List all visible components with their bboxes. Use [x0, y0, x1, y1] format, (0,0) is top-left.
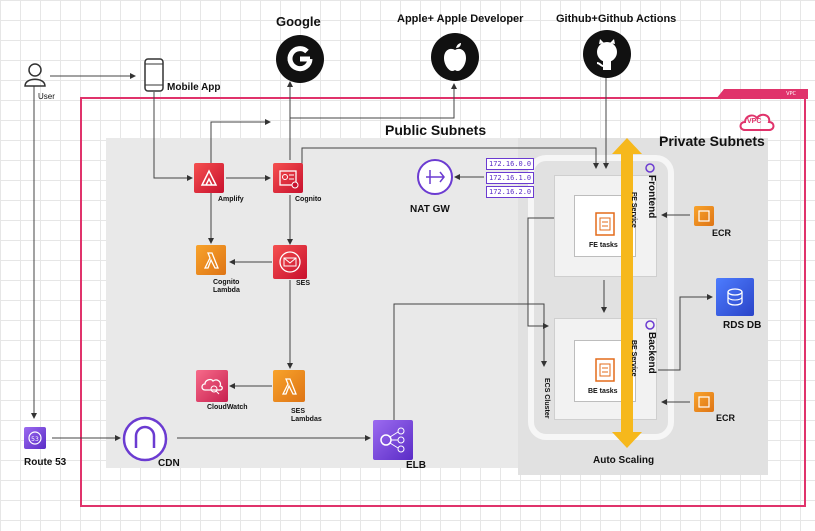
ses-lambdas-icon[interactable] — [273, 370, 305, 402]
cognito-to-fe-line — [301, 147, 599, 169]
google-g-icon[interactable] — [276, 35, 324, 83]
ses-envelope-icon[interactable] — [273, 245, 307, 279]
private-subnets-title: Private Subnets — [659, 133, 765, 149]
elb-label: ELB — [406, 460, 426, 471]
user-icon[interactable] — [24, 63, 46, 87]
svg-text:53: 53 — [31, 436, 39, 443]
subnet-tag-1[interactable]: 172.16.1.0 — [486, 172, 535, 184]
nat-gw-label: NAT GW — [410, 204, 450, 215]
route53-label: Route 53 — [24, 457, 67, 468]
apple-logo-icon[interactable] — [431, 33, 479, 81]
cognito-label: Cognito — [295, 196, 322, 203]
auto-scaling-arrow-up-icon — [612, 138, 642, 154]
vpc-tag: VPC — [716, 89, 808, 99]
cdn-label: CDN — [158, 458, 180, 469]
amplify-icon[interactable] — [194, 163, 224, 193]
frontend-ecs-icon — [645, 163, 655, 173]
vpc-badge: VPC — [747, 118, 762, 125]
be-service-label: BE Service — [630, 340, 637, 377]
mobile-phone-icon[interactable] — [144, 58, 164, 92]
route53-icon[interactable]: 53 — [24, 427, 46, 449]
ses-label: SES — [296, 280, 311, 287]
ecr-top-label: ECR — [712, 228, 732, 238]
amplify-to-google-line — [210, 119, 271, 165]
ecr-bottom-label: ECR — [716, 413, 736, 423]
backend-ecs-icon — [645, 320, 655, 330]
github-label: Github+Github Actions — [556, 13, 677, 25]
be-to-rds-line — [658, 294, 713, 371]
cognito-icon[interactable] — [273, 163, 303, 193]
fe-service-label: FE Service — [630, 192, 637, 228]
public-subnets-title: Public Subnets — [385, 122, 487, 138]
load-balancer-icon[interactable] — [373, 420, 413, 460]
be-tasks-label: BE tasks — [588, 388, 618, 395]
google-label: Google — [276, 14, 321, 29]
github-octocat-icon[interactable] — [583, 30, 631, 78]
fe-tasks-label: FE tasks — [589, 242, 618, 249]
fe-loop-line — [527, 217, 554, 222]
rds-db-label: RDS DB — [723, 320, 762, 331]
fe-ecs-task-icon — [595, 212, 615, 236]
cloudwatch-icon[interactable] — [196, 370, 228, 402]
ecs-cluster-label: ECS Cluster — [543, 378, 550, 419]
cloudfront-cdn-icon[interactable] — [122, 416, 168, 462]
ses-lambdas-label: SES Lambdas — [291, 408, 322, 423]
ecr-icon-top[interactable] — [694, 206, 714, 226]
amplify-label: Amplify — [218, 196, 244, 203]
cloudwatch-label: CloudWatch — [207, 404, 248, 411]
elb-to-be-line — [393, 303, 547, 420]
vpc-boundary — [80, 97, 806, 507]
backend-label: Backend — [646, 332, 657, 374]
cognito-to-apple-line — [290, 83, 457, 119]
nat-gateway-icon[interactable] — [416, 158, 454, 196]
subnet-tag-2[interactable]: 172.16.2.0 — [486, 186, 535, 198]
ecr-icon-bottom[interactable] — [694, 392, 714, 412]
be-ecs-task-icon — [595, 358, 615, 382]
user-label: User — [38, 92, 55, 101]
auto-scaling-arrow-down-icon — [612, 432, 642, 448]
frontend-label: Frontend — [646, 175, 657, 219]
mobile-app-label: Mobile App — [167, 82, 221, 93]
public-subnets-area — [106, 138, 526, 468]
app-to-amplify-line — [153, 92, 193, 181]
ecs-cluster-boundary — [528, 155, 674, 440]
rds-database-icon[interactable] — [716, 278, 754, 316]
cognito-lambda-icon[interactable] — [196, 245, 226, 275]
auto-scaling-bar — [621, 150, 633, 433]
auto-scaling-label: Auto Scaling — [593, 455, 655, 466]
fe-to-be-line — [527, 222, 549, 329]
cognito-lambda-label: Cognito Lambda — [213, 279, 240, 294]
vpc-cloud-icon — [739, 113, 775, 131]
subnet-tag-0[interactable]: 172.16.0.0 — [486, 158, 535, 170]
apple-label: Apple+ Apple Developer — [397, 13, 524, 25]
